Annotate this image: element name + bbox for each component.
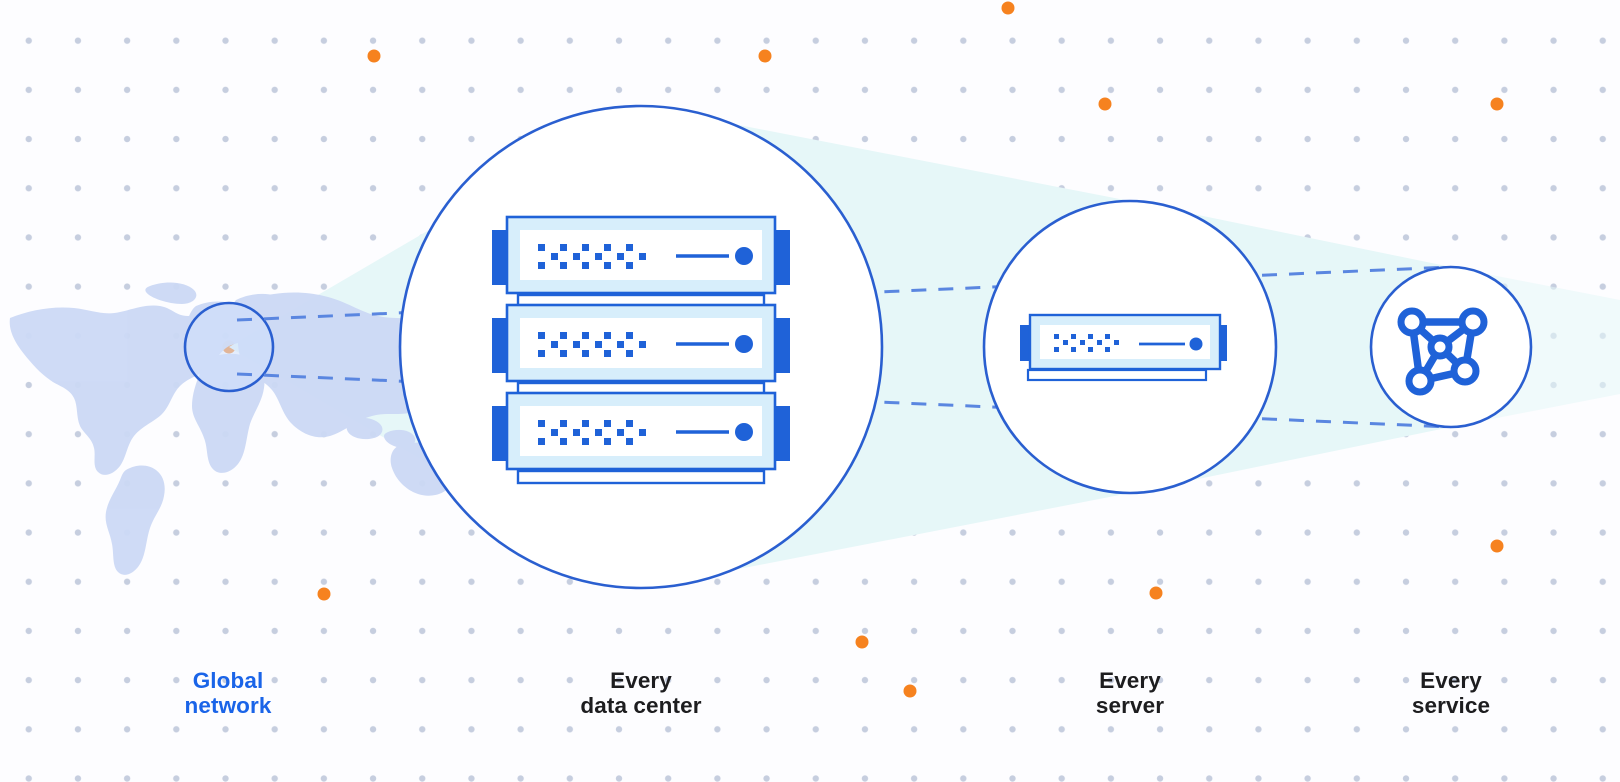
accent-dot: [1490, 539, 1504, 553]
server-circle-outline: [982, 199, 1278, 495]
server-rack-icon: [492, 215, 790, 485]
accent-dot: [317, 587, 331, 601]
label-global-network: Global network: [184, 668, 272, 718]
label-server: Every server: [1095, 668, 1165, 718]
map-focus-circle: [183, 301, 275, 393]
label-service: Every service: [1411, 668, 1491, 718]
network-nodes-icon: [1397, 307, 1488, 396]
accent-dot: [758, 49, 772, 63]
data-center-circle-outline: [398, 104, 884, 590]
accent-dot: [1098, 97, 1112, 111]
accent-dot: [855, 635, 869, 649]
accent-dot: [1001, 1, 1015, 15]
single-server-icon: [1020, 313, 1227, 382]
service-circle-outline: [1369, 265, 1533, 429]
accent-dot: [1149, 586, 1163, 600]
accent-dot: [1490, 97, 1504, 111]
accent-dot: [903, 684, 917, 698]
accent-dot: [367, 49, 381, 63]
label-data-center: Every data center: [580, 668, 702, 718]
